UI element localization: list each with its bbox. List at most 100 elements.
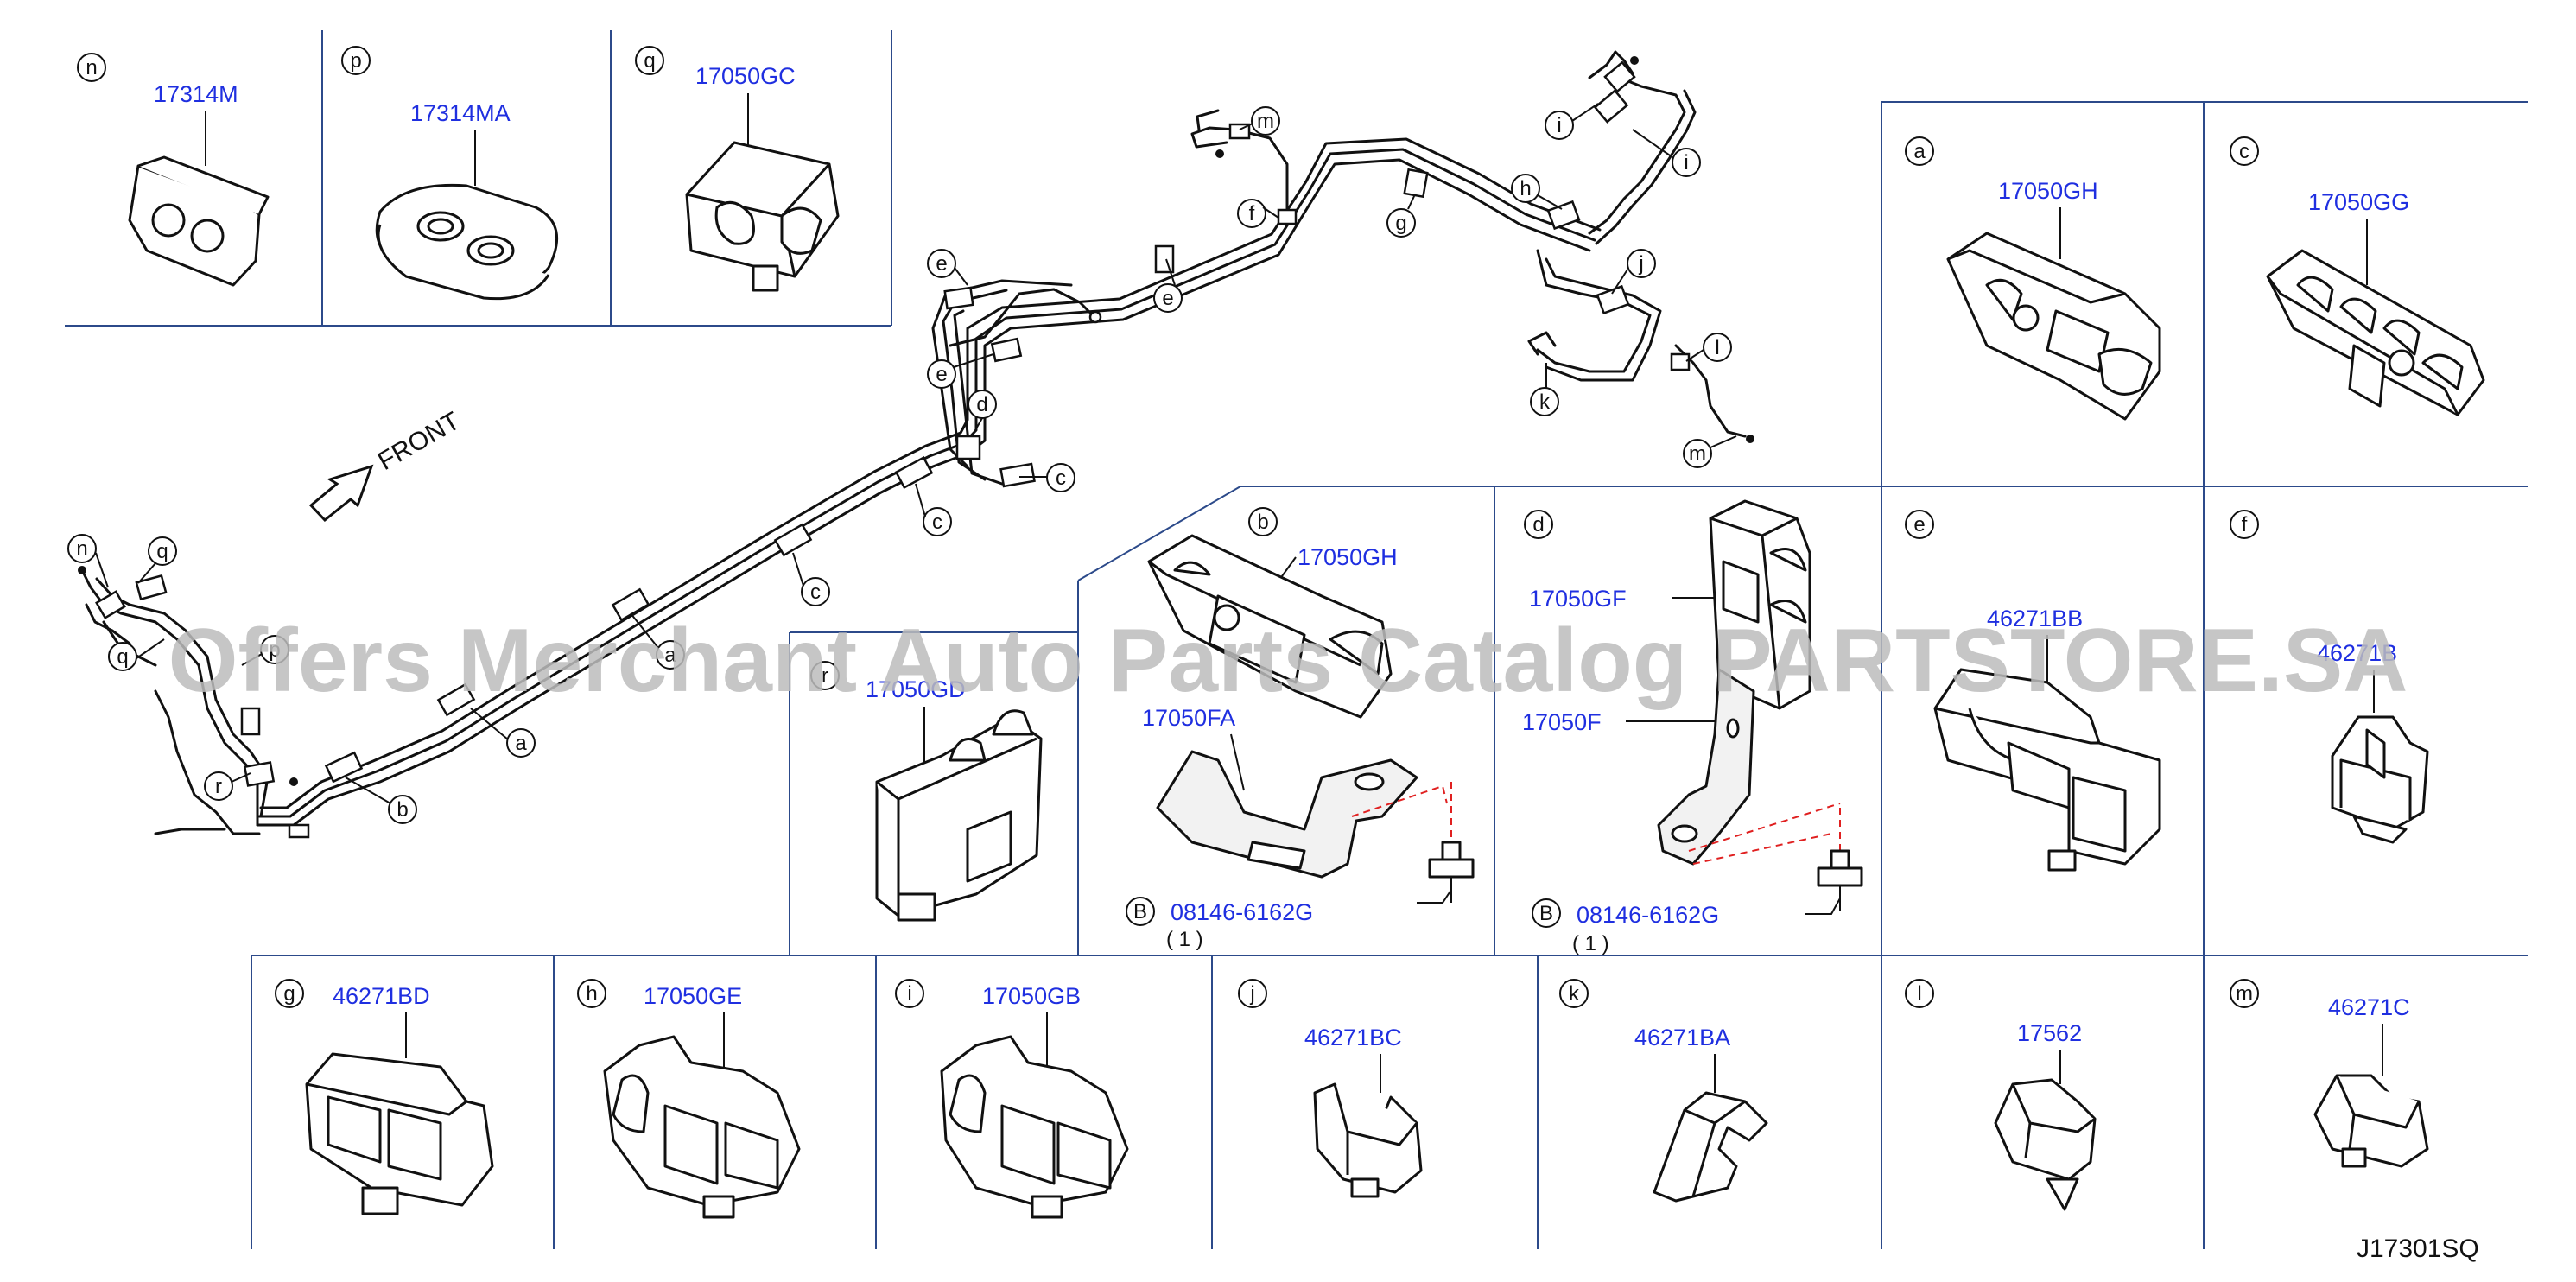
tube-clip-icon <box>685 141 840 292</box>
svg-text:f: f <box>1249 202 1255 225</box>
part-number-n: 17314M <box>154 81 238 107</box>
svg-text:n: n <box>86 56 97 79</box>
svg-text:m: m <box>1689 442 1706 466</box>
svg-text:d: d <box>1532 513 1544 536</box>
svg-text:d: d <box>976 393 987 416</box>
part-number-e: 46271BB <box>1987 606 2083 631</box>
front-label: FRONT <box>373 407 465 476</box>
svg-text:a: a <box>1913 140 1926 163</box>
svg-text:k: k <box>1539 390 1551 414</box>
svg-text:q: q <box>644 49 655 73</box>
part-number-q: 17050GC <box>695 63 796 89</box>
svg-text:h: h <box>1520 177 1531 200</box>
part-number-j: 46271BC <box>1304 1025 1402 1050</box>
part-number-f: 46271B <box>2317 640 2397 666</box>
bolt-icon <box>1817 849 1863 911</box>
svg-text:b: b <box>1257 511 1268 534</box>
panel-e: e 46271BB <box>1905 510 2161 872</box>
panel-b: b 17050GH 17050FA B 08146-6162G ( 1 ) <box>1126 507 1475 951</box>
svg-text:i: i <box>907 982 911 1006</box>
panel-d: d 17050GF 17050F B 08146-6162G ( 1 ) <box>1522 499 1863 955</box>
svg-text:a: a <box>664 644 676 667</box>
svg-text:e: e <box>1162 287 1173 310</box>
brake-tube-assembly <box>78 50 1754 839</box>
svg-text:n: n <box>76 537 87 561</box>
quantity-d: ( 1 ) <box>1572 932 1609 955</box>
svg-text:e: e <box>936 252 947 276</box>
grommet-icon <box>128 155 270 287</box>
svg-text:k: k <box>1569 982 1580 1006</box>
panel-n: n 17314M <box>77 53 270 287</box>
bracket-icon <box>1657 668 1755 866</box>
panel-j: j 46271BC <box>1238 979 1423 1198</box>
svg-text:j: j <box>1638 252 1643 276</box>
part-number-d-bolt: 08146-6162G <box>1577 902 1719 928</box>
svg-text:f: f <box>2242 513 2248 536</box>
panel-a: a 17050GH <box>1905 136 2161 421</box>
quantity-b: ( 1 ) <box>1166 928 1203 951</box>
diagram-code: J17301SQ <box>2357 1234 2479 1263</box>
svg-text:e: e <box>1913 513 1925 536</box>
panel-i: i 17050GB <box>895 979 1129 1219</box>
panel-h: h 17050GE <box>577 979 801 1219</box>
panel-q: q 17050GC <box>635 46 840 292</box>
svg-text:m: m <box>1257 110 1274 133</box>
tube-clip-icon <box>1933 668 2161 872</box>
svg-text:g: g <box>1395 212 1406 235</box>
part-number-d-bracket: 17050F <box>1522 709 1602 735</box>
part-number-c: 17050GG <box>2308 189 2409 215</box>
panel-c: c 17050GG <box>2230 136 2485 416</box>
svg-text:p: p <box>350 49 361 73</box>
panel-r: r 17050GD <box>810 661 1043 922</box>
panel-p: p 17314MA <box>341 46 559 301</box>
panel-l: l 17562 <box>1905 979 2097 1211</box>
tube-clip-icon <box>1147 534 1393 719</box>
assembly-callouts: n q q p r b a a c c c d e e e f m g h i … <box>67 103 1737 824</box>
svg-text:B: B <box>1133 900 1147 923</box>
panel-grid <box>65 30 2528 1249</box>
part-number-p: 17314MA <box>410 100 511 126</box>
svg-text:c: c <box>1056 466 1066 490</box>
tube-clip-icon <box>1946 232 2161 421</box>
svg-text:B: B <box>1539 902 1553 925</box>
svg-text:g: g <box>283 982 295 1006</box>
panel-f: f 46271B <box>2230 510 2429 844</box>
part-number-h: 17050GE <box>644 983 742 1009</box>
svg-text:c: c <box>2239 140 2249 163</box>
tube-clip-icon <box>1653 1091 1768 1203</box>
svg-text:p: p <box>269 638 280 662</box>
part-number-d-clip: 17050GF <box>1529 586 1627 612</box>
svg-text:l: l <box>1715 336 1719 359</box>
tube-clip-icon <box>875 709 1043 922</box>
svg-text:i: i <box>1557 114 1561 137</box>
tube-clip-icon <box>2331 715 2429 844</box>
svg-text:c: c <box>932 511 942 534</box>
tube-clip-icon <box>305 1052 494 1215</box>
svg-text:a: a <box>515 732 527 755</box>
part-number-k: 46271BA <box>1634 1025 1730 1050</box>
tube-clip-icon <box>1313 1082 1423 1198</box>
svg-text:q: q <box>156 540 168 563</box>
part-number-m: 46271C <box>2328 994 2410 1020</box>
part-number-r: 17050GD <box>866 676 966 702</box>
tube-clip-icon <box>1994 1078 2097 1211</box>
tube-clip-icon <box>2313 1074 2429 1168</box>
front-arrow: FRONT <box>308 407 465 523</box>
svg-text:r: r <box>822 664 828 688</box>
svg-text:h: h <box>586 982 597 1006</box>
panel-k: k 46271BA <box>1559 979 1768 1203</box>
bolt-icon <box>1428 841 1475 903</box>
part-number-b-bolt: 08146-6162G <box>1171 899 1313 925</box>
svg-text:i: i <box>1684 151 1688 175</box>
tube-clip-icon <box>2266 249 2485 416</box>
part-number-l: 17562 <box>2017 1020 2082 1046</box>
bracket-icon <box>1156 750 1418 879</box>
grommet-plate-icon <box>375 183 559 301</box>
svg-text:j: j <box>1249 982 1254 1006</box>
svg-text:b: b <box>397 798 408 822</box>
panel-m: m 46271C <box>2230 979 2429 1168</box>
svg-text:q: q <box>117 645 128 669</box>
watermark: Offers Merchant Auto Parts Catalog PARTS… <box>168 611 2408 711</box>
tube-clip-icon <box>603 1035 801 1219</box>
